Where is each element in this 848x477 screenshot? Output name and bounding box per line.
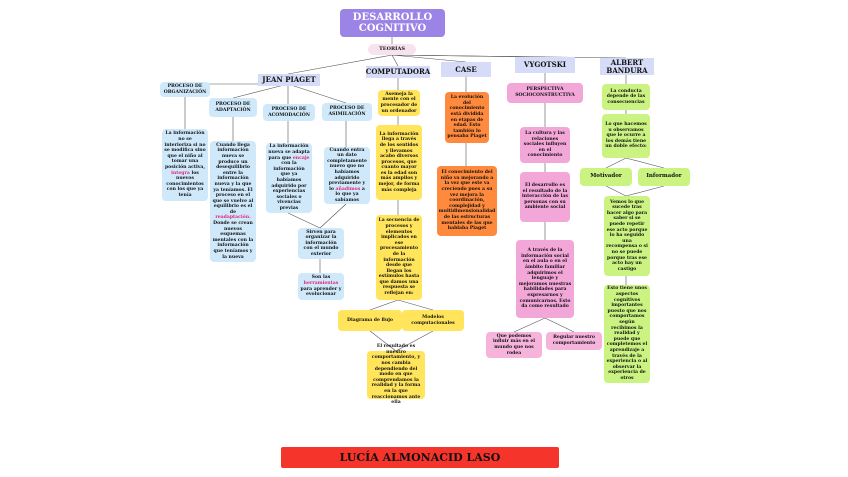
node-proceso-acomodacion: PROCESO DE ACOMODACIÓN bbox=[263, 104, 315, 121]
node-proceso-adaptacion: PROCESO DE ADAPTACIÓN bbox=[209, 98, 257, 117]
node-computadora-3-text: La secuencia de procesos y elementos imp… bbox=[378, 218, 420, 297]
node-proceso-organizacion: PROCESO DE ORGANIZACIÓN bbox=[160, 82, 210, 97]
node-computadora-1: Asemeja la mente con el procesador de un… bbox=[378, 90, 420, 116]
node-vygotski-3-text: A través de la información social en el … bbox=[518, 248, 572, 310]
node-perspectiva-text: PERSPECTIVA SOCIOCONSTRUCTIVA bbox=[515, 87, 575, 98]
header-computadora: COMPUTADORA bbox=[366, 66, 430, 78]
node-diagrama-flujo-text: Diagrama de flujo bbox=[347, 317, 393, 323]
node-herramientas: Son las herramientas para aprender y evo… bbox=[298, 273, 344, 300]
teorias-text: TEORÍAS bbox=[379, 45, 405, 52]
node-vygotski-5: Regular nuestro comportamiento bbox=[546, 332, 602, 350]
header-case: CASE bbox=[441, 62, 491, 77]
header-vygotski: VYGOTSKI bbox=[515, 57, 575, 73]
header-piaget: JEAN PIAGET bbox=[258, 74, 320, 86]
herramientas-part-a: Son las bbox=[311, 275, 331, 281]
node-computadora-2-text: La información llega a través de los sen… bbox=[378, 131, 420, 193]
node-resultado-text: El resultado es nuestro comportamiento, … bbox=[371, 344, 421, 406]
teorias-label: TEORÍAS bbox=[368, 44, 416, 55]
node-computadora-1-text: Asemeja la mente con el procesador de un… bbox=[380, 91, 418, 114]
node-bandura-2: Lo que hacemos u observamos que le ocurr… bbox=[602, 114, 650, 158]
node-vygotski-2: El desarrollo es el resultado de la inte… bbox=[520, 172, 570, 222]
author-name: LUCÍA ALMONACID LASO bbox=[339, 450, 501, 464]
herramientas-highlight: herramientas bbox=[303, 280, 339, 286]
node-motivador: Motivador bbox=[580, 168, 632, 186]
node-case-2: El conocimiento del niño va mejorando a … bbox=[437, 166, 497, 236]
node-case-2-text: El conocimiento del niño va mejorando a … bbox=[438, 170, 496, 232]
node-motivador-text: Motivador bbox=[590, 173, 622, 180]
node-vygotski-3: A través de la información social en el … bbox=[516, 240, 574, 318]
herramientas-part-b: para aprender y evolucionar bbox=[300, 286, 342, 298]
node-vygotski-1-text: La cultura y las relaciones sociales inf… bbox=[523, 131, 567, 159]
adaptacion-desc-part-a: Cuando llega información nueva se produc… bbox=[212, 142, 254, 215]
asimilacion-desc-part-b: a lo que ya sabíamos bbox=[334, 186, 365, 203]
node-proceso-adaptacion-text: PROCESO DE ADAPTACIÓN bbox=[215, 101, 251, 113]
node-sirven: Sirven para organizar la información con… bbox=[298, 228, 344, 259]
organizacion-desc-part-b: los nuevos conocimientos con los que ya … bbox=[166, 170, 204, 198]
node-bandura-4-text: Esto tiene unos aspectos cognitivos impo… bbox=[606, 286, 648, 381]
organizacion-desc-highlight: integra bbox=[171, 170, 190, 176]
asimilacion-desc-text: Cuando entra un dato completamente nuevo… bbox=[326, 148, 368, 204]
header-piaget-text: JEAN PIAGET bbox=[262, 75, 316, 84]
node-bandura-3: Vemos lo que sucede tras hacer algo para… bbox=[604, 196, 650, 276]
header-vygotski-text: VYGOTSKI bbox=[523, 60, 567, 69]
acomodacion-desc-part-a: La información nueva se adapta para que bbox=[268, 144, 310, 161]
node-diagrama-flujo: Diagrama de flujo bbox=[338, 310, 402, 331]
node-vygotski-4-text: Que podemos influir más en el mundo que … bbox=[492, 333, 536, 356]
node-sirven-text: Sirven para organizar la información con… bbox=[303, 229, 339, 257]
node-organizacion-desc: La información no se interioriza si no s… bbox=[162, 129, 208, 201]
header-bandura: ALBERT BANDURA bbox=[600, 58, 654, 75]
node-modelos-computacionales-text: Modelos computacionales bbox=[411, 314, 455, 326]
node-perspectiva: PERSPECTIVA SOCIOCONSTRUCTIVA bbox=[507, 83, 583, 103]
node-case-1: La evolución del conocimiento está divid… bbox=[445, 92, 489, 143]
node-bandura-2-text: Lo que hacemos u observamos que le ocurr… bbox=[605, 122, 647, 150]
node-proceso-acomodacion-text: PROCESO DE ACOMODACIÓN bbox=[268, 106, 310, 118]
title-box: DESARROLLO COGNITIVO bbox=[340, 9, 445, 37]
node-computadora-3: La secuencia de procesos y elementos imp… bbox=[376, 215, 422, 300]
header-bandura-text: ALBERT BANDURA bbox=[606, 57, 648, 75]
node-adaptacion-desc: Cuando llega información nueva se produc… bbox=[210, 141, 256, 262]
node-bandura-1: La conducta depende de las consecuencias bbox=[602, 84, 650, 110]
node-bandura-4: Esto tiene unos aspectos cognitivos impo… bbox=[604, 285, 650, 383]
node-vygotski-5-text: Regular nuestro comportamiento bbox=[552, 335, 596, 346]
node-asimilacion-desc: Cuando entra un dato completamente nuevo… bbox=[324, 147, 370, 204]
node-informador-text: Informador bbox=[646, 173, 682, 180]
node-vygotski-2-text: El desarrollo es el resultado de la inte… bbox=[522, 183, 568, 211]
node-bandura-1-text: La conducta depende de las consecuencias bbox=[606, 88, 646, 105]
header-case-text: CASE bbox=[455, 64, 477, 74]
node-resultado: El resultado es nuestro comportamiento, … bbox=[367, 344, 425, 405]
node-informador: Informador bbox=[638, 168, 690, 186]
node-proceso-asimilacion-text: PROCESO DE ASIMILACIÓN bbox=[328, 106, 366, 117]
title-text: DESARROLLO COGNITIVO bbox=[352, 12, 433, 34]
node-computadora-2: La información llega a través de los sen… bbox=[376, 125, 422, 200]
acomodacion-desc-highlight: encaje bbox=[292, 155, 310, 161]
node-vygotski-4: Que podemos influir más en el mundo que … bbox=[486, 332, 542, 358]
adaptacion-desc-text: Cuando llega información nueva se produc… bbox=[212, 143, 254, 260]
header-computadora-text: COMPUTADORA bbox=[365, 67, 431, 76]
node-acomodacion-desc: La información nueva se adapta para que … bbox=[266, 143, 312, 213]
node-proceso-asimilacion: PROCESO DE ASIMILACIÓN bbox=[322, 103, 372, 121]
node-bandura-3-text: Vemos lo que sucede tras hacer algo para… bbox=[606, 199, 648, 272]
adaptacion-desc-part-b: Donde se crean nuevos esquemas mentales … bbox=[212, 221, 254, 260]
adaptacion-desc-highlight: readaptación. bbox=[215, 215, 251, 221]
asimilacion-desc-part-a: Cuando entra un dato completamente nuevo… bbox=[327, 147, 367, 192]
acomodacion-desc-text: La información nueva se adapta para que … bbox=[268, 144, 310, 211]
asimilacion-desc-highlight: añadimos bbox=[335, 186, 361, 192]
organizacion-desc-part-a: La información no se interioriza si no s… bbox=[164, 131, 206, 170]
node-case-1-text: La evolución del conocimiento está divid… bbox=[447, 95, 487, 140]
acomodacion-desc-part-b: con la información que ya habíamos adqui… bbox=[271, 161, 307, 211]
organizacion-desc-text: La información no se interioriza si no s… bbox=[164, 131, 206, 198]
herramientas-text: Son las herramientas para aprender y evo… bbox=[300, 275, 342, 297]
author-banner: LUCÍA ALMONACID LASO bbox=[281, 447, 559, 468]
node-vygotski-1: La cultura y las relaciones sociales inf… bbox=[520, 127, 570, 163]
node-proceso-organizacion-text: PROCESO DE ORGANIZACIÓN bbox=[163, 83, 207, 95]
node-modelos-computacionales: Modelos computacionales bbox=[402, 310, 464, 331]
